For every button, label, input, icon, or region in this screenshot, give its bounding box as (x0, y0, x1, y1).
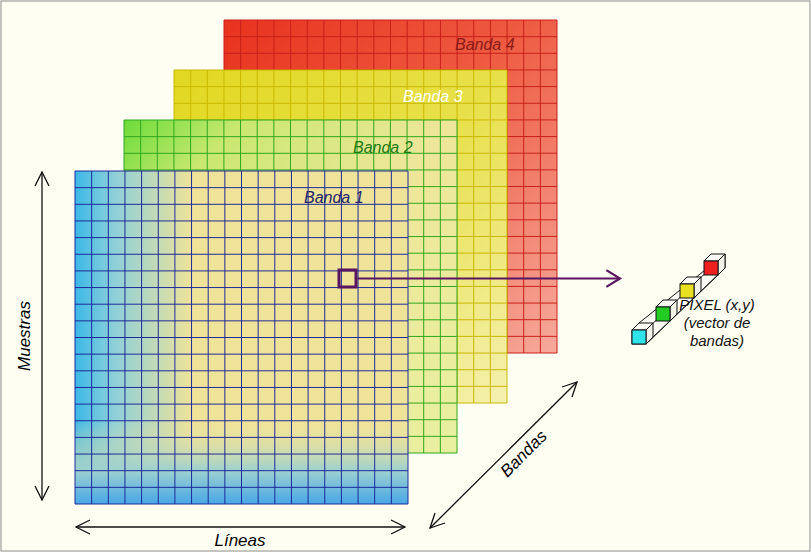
band-layer: Banda 1 (75, 171, 408, 504)
axis-label: Líneas (214, 531, 265, 551)
pixel-vector: PÍXEL (x,y) (vector de bandas) (620, 250, 766, 362)
band-label: Banda 1 (304, 189, 364, 207)
pixel-marker (339, 270, 356, 287)
axis-label: Muestras (15, 301, 35, 371)
pixel-arrow (358, 270, 621, 287)
band-label: Banda 2 (353, 139, 413, 157)
band-grid (75, 171, 408, 504)
band-label: Banda 3 (403, 88, 463, 106)
arrow-head (606, 270, 620, 287)
pixel-label: PÍXEL (x,y) (vector de bandas) (672, 296, 762, 350)
band-label: Banda 4 (455, 36, 515, 54)
